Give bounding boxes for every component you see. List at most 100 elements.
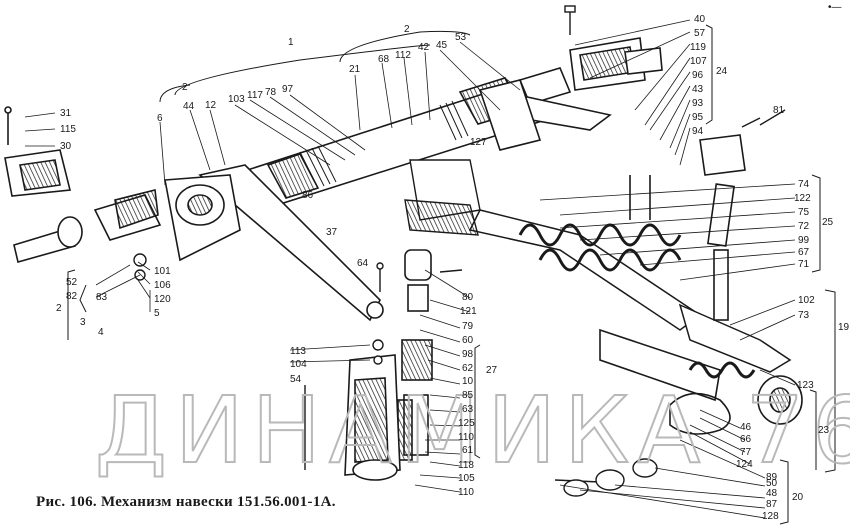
callout: 103: [228, 94, 245, 105]
callout: 44: [183, 101, 195, 112]
callout: 23: [818, 425, 830, 436]
leader-lines: [24, 19, 796, 519]
callout: 1: [288, 37, 294, 48]
callout: 96: [692, 70, 704, 81]
callout: 98: [462, 349, 474, 360]
callout: 79: [462, 321, 474, 332]
main-shaft: [13, 67, 572, 263]
callout: 82: [66, 291, 78, 302]
callout: 124: [736, 459, 753, 470]
callout: 80: [462, 292, 474, 303]
callout: 72: [798, 221, 810, 232]
callout: 57: [694, 28, 706, 39]
callout: 52: [66, 277, 78, 288]
callout: 94: [692, 126, 704, 137]
callout: 127: [470, 137, 487, 148]
callout: 120: [154, 294, 171, 305]
callout: 40: [694, 14, 706, 25]
callout: 45: [436, 40, 448, 51]
callout: 27: [486, 365, 498, 376]
lower-right-assembly: [599, 328, 803, 435]
callout: 50: [766, 478, 778, 489]
callout: 43: [692, 84, 704, 95]
callout: 125: [458, 418, 475, 429]
callout: 81: [773, 105, 785, 116]
callout: 113: [290, 346, 306, 357]
corner-mark: •—: [828, 2, 842, 13]
callout: 19: [838, 322, 850, 333]
callout: 46: [740, 422, 752, 433]
callout: 99: [798, 235, 810, 246]
callout: 74: [798, 179, 810, 190]
callout: 4: [98, 327, 104, 338]
callout: 60: [462, 335, 474, 346]
figure-caption: Рис. 106. Механизм навески 151.56.001-1А…: [36, 494, 336, 510]
callout: 115: [60, 124, 76, 135]
callout: 86: [302, 190, 314, 201]
callout: 93: [692, 98, 704, 109]
callout: 10: [462, 376, 474, 387]
callout: 73: [798, 310, 810, 321]
left-lift-arm: [164, 164, 384, 322]
callout: 87: [766, 499, 778, 510]
callout: 119: [690, 42, 706, 53]
callout: 42: [418, 42, 430, 53]
callout: 123: [797, 380, 814, 391]
callout: 106: [154, 280, 171, 291]
callout: 128: [762, 511, 779, 522]
callout: 3: [80, 317, 86, 328]
callout: 101: [154, 266, 171, 277]
callout: 66: [740, 434, 752, 445]
callout: 104: [290, 359, 307, 370]
callout: 12: [205, 100, 217, 111]
callout: 54: [290, 374, 302, 385]
callout: 112: [395, 50, 411, 61]
callout: 63: [462, 404, 474, 415]
callout-labels: 1 2 2 2 3 4 6 44 12 103 117 78 97 21 68 …: [56, 2, 850, 522]
turnbuckle-brace: [629, 134, 746, 321]
callout: 31: [60, 108, 72, 119]
callout: 122: [794, 193, 811, 204]
callout: 117: [247, 90, 263, 101]
callout: 6: [157, 113, 163, 124]
right-arm-bracket: [478, 37, 663, 151]
callout: 105: [458, 473, 475, 484]
callout: 30: [60, 141, 72, 152]
callout: 83: [96, 292, 108, 303]
callout: 25: [822, 217, 834, 228]
spring-assembly: [468, 209, 792, 373]
callout: 5: [154, 308, 160, 319]
callout: 110: [458, 487, 474, 498]
callout: 110: [458, 432, 474, 443]
callout: 24: [716, 66, 728, 77]
center-column: [344, 249, 433, 481]
callout: 97: [282, 84, 294, 95]
left-bearing: [4, 106, 162, 248]
callout: 62: [462, 363, 474, 374]
callout: 118: [458, 460, 474, 471]
callout: 68: [378, 54, 390, 65]
callout: 75: [798, 207, 810, 218]
callout: 2: [56, 303, 62, 314]
callout: 78: [265, 87, 277, 98]
callout: 20: [792, 492, 804, 503]
callout: 67: [798, 247, 810, 258]
callout: 53: [455, 32, 467, 43]
callout: 121: [460, 306, 477, 317]
callout: 64: [357, 258, 369, 269]
group-brackets: [67, 24, 836, 525]
callout: 77: [740, 447, 752, 458]
callout: 2: [182, 82, 188, 93]
callout: 61: [462, 445, 474, 456]
callout: 95: [692, 112, 704, 123]
watermark-text: ДИНАМИКА 76: [95, 377, 850, 484]
callout: 102: [798, 295, 815, 306]
callout: 37: [326, 227, 338, 238]
callout: 48: [766, 488, 778, 499]
callout: 89: [766, 472, 778, 483]
shaft-splines: [299, 100, 469, 189]
callout: 85: [462, 390, 474, 401]
callout: 71: [798, 259, 810, 270]
callout: 2: [404, 24, 410, 35]
